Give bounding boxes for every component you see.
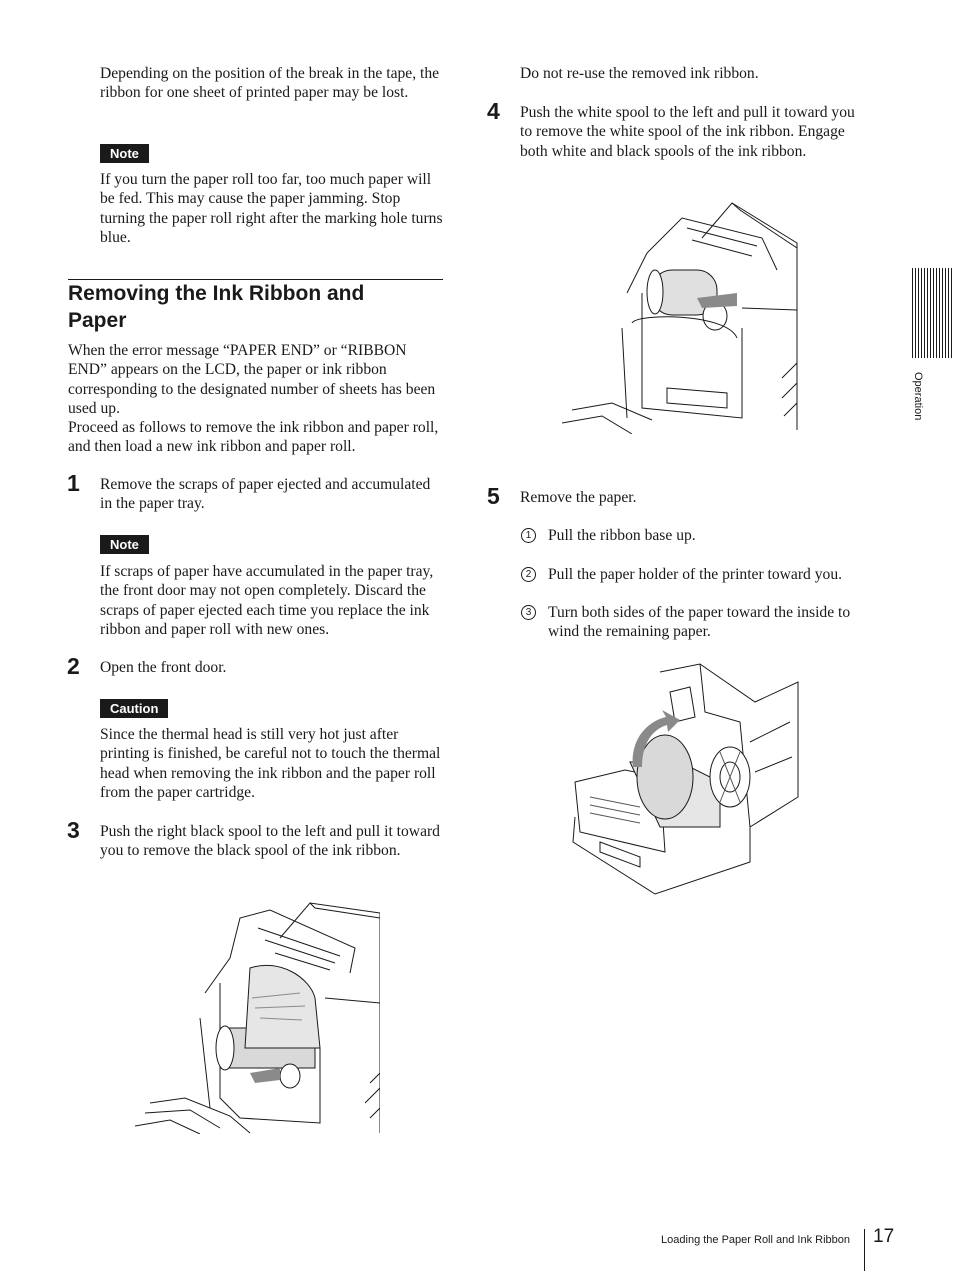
step-number: 4	[487, 98, 500, 124]
printer-illustration-black-spool	[130, 898, 380, 1134]
section-heading: Removing the Ink Ribbon and Paper	[68, 282, 365, 332]
step-number: 3	[67, 817, 80, 843]
section-intro-1: When the error message “PAPER END” or “R…	[68, 342, 436, 417]
step-text: Push the right black spool to the left a…	[100, 823, 440, 860]
caution-label: Caution	[100, 699, 169, 718]
note-label: Note	[100, 535, 149, 554]
substep-text: Pull the paper holder of the printer tow…	[548, 566, 843, 583]
substep-text: Turn both sides of the paper toward the …	[548, 604, 851, 641]
page-number: 17	[873, 1226, 895, 1247]
substep-marker: 2	[521, 567, 536, 582]
substep-marker: 1	[521, 528, 536, 543]
printer-illustration-white-spool	[552, 198, 802, 434]
intro-paragraph: Depending on the position of the break i…	[100, 65, 440, 102]
note-label: Note	[100, 144, 149, 163]
substep-text: Pull the ribbon base up.	[548, 527, 696, 544]
footer-divider	[864, 1229, 865, 1271]
note-text: If you turn the paper roll too far, too …	[100, 171, 443, 246]
footer-title: Loading the Paper Roll and Ink Ribbon	[661, 1234, 850, 1246]
printer-illustration-paper-roll	[570, 662, 802, 898]
side-tab-label: Operation	[912, 372, 924, 421]
section-rule	[68, 279, 443, 280]
step-number: 1	[67, 470, 80, 496]
side-tab-marker	[912, 268, 954, 358]
step-text: Push the white spool to the left and pul…	[520, 104, 855, 160]
step-number: 5	[487, 483, 500, 509]
step-text: Remove the paper.	[520, 489, 637, 506]
substep-marker: 3	[521, 605, 536, 620]
section-intro-2: Proceed as follows to remove the ink rib…	[68, 419, 439, 456]
caution-text: Since the thermal head is still very hot…	[100, 726, 441, 801]
note-text: If scraps of paper have accumulated in t…	[100, 563, 434, 638]
step-text: Open the front door.	[100, 659, 227, 676]
step-text: Remove the scraps of paper ejected and a…	[100, 476, 431, 513]
step-number: 2	[67, 653, 80, 679]
reuse-note: Do not re-use the removed ink ribbon.	[520, 65, 759, 82]
